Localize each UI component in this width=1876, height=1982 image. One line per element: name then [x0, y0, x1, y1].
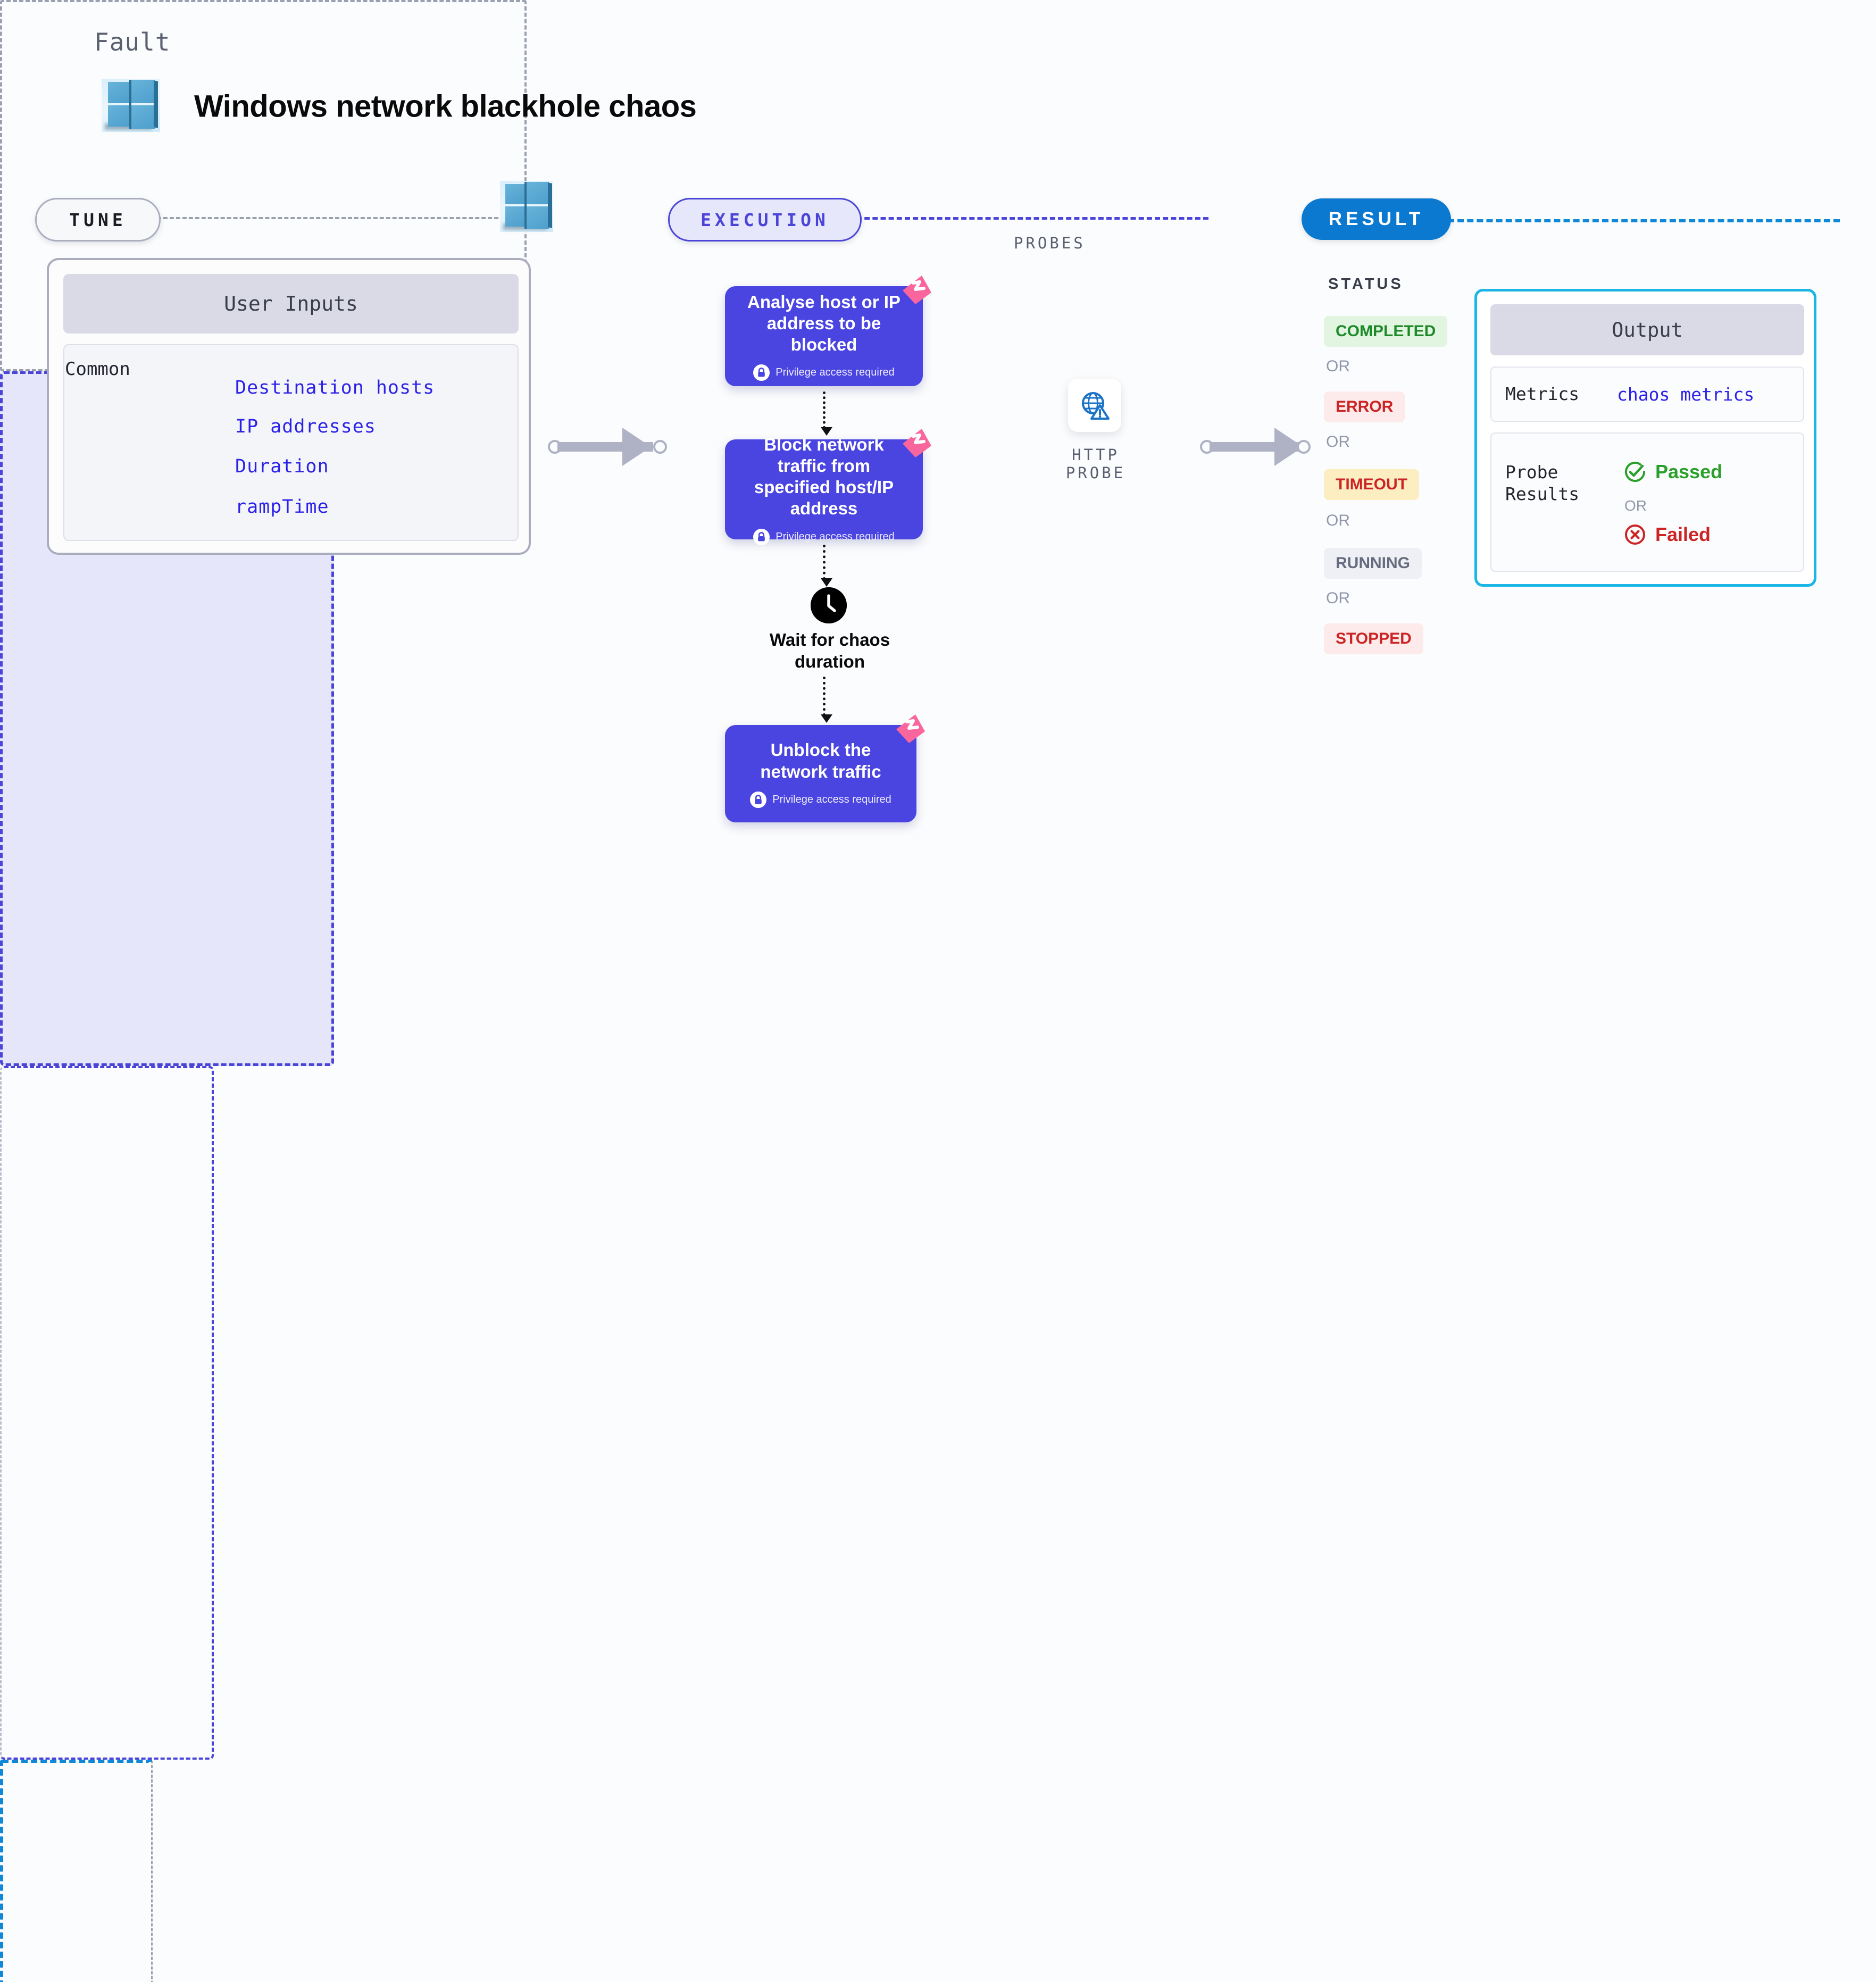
common-group-label: Common	[65, 359, 130, 380]
status-badge-stopped: STOPPED	[1324, 623, 1423, 654]
privilege-note-text-2: Privilege access required	[776, 530, 895, 543]
check-circle-icon	[1625, 462, 1645, 482]
litmus-chaos-ribbon-icon	[903, 276, 931, 304]
http-probe-label: HTTP PROBE	[1065, 446, 1126, 482]
status-badge-completed: COMPLETED	[1324, 316, 1448, 347]
tune-pill-dashed-connector	[157, 217, 524, 219]
probe-result-passed: Passed	[1623, 460, 1722, 484]
lock-icon	[753, 528, 770, 545]
page-title: Windows network blackhole chaos	[194, 89, 697, 124]
user-inputs-header: User Inputs	[63, 274, 519, 334]
privilege-note-text-3: Privilege access required	[772, 793, 891, 805]
status-badge-error: ERROR	[1324, 392, 1405, 422]
privilege-note-text-1: Privilege access required	[776, 367, 895, 379]
status-or-4: OR	[1326, 589, 1350, 607]
execution-arrow-1	[821, 392, 832, 436]
metrics-key: Metrics	[1505, 384, 1580, 405]
execution-step-card-1[interactable]: Analyse host or IP address to be blocked…	[725, 276, 931, 386]
execution-arrow-3	[821, 677, 832, 723]
probe-results-row: Probe Results Passed OR Failed	[1490, 432, 1804, 572]
result-pill-dashed-connector	[1448, 219, 1840, 222]
execution-pill-dashed-connector	[856, 217, 1208, 220]
metrics-row: Metrics chaos metrics	[1490, 367, 1804, 422]
execution-arrow-2	[821, 545, 832, 587]
lock-icon	[753, 364, 770, 381]
status-badge-stopped-label: STOPPED	[1336, 630, 1412, 647]
metrics-value[interactable]: chaos metrics	[1617, 384, 1755, 405]
output-header: Output	[1490, 304, 1804, 355]
status-badge-timeout: TIMEOUT	[1324, 469, 1419, 500]
probes-section-label: PROBES	[1014, 234, 1086, 252]
connector-end-dot-result	[1297, 440, 1311, 454]
tune-input-duration[interactable]: Duration	[235, 456, 329, 477]
probe-result-failed-label: Failed	[1655, 523, 1711, 545]
windows-logo-icon	[102, 79, 160, 132]
result-status-region	[0, 1760, 153, 1982]
result-pill[interactable]: RESULT	[1302, 198, 1451, 240]
x-circle-icon	[1625, 524, 1645, 545]
user-inputs-box	[63, 344, 519, 541]
privilege-note-3: Privilege access required	[750, 791, 891, 808]
privilege-note-2: Privilege access required	[753, 528, 895, 545]
execution-step-card-3[interactable]: Unblock the network traffic Privilege ac…	[725, 714, 925, 822]
execution-step-title-2: Block network traffic from specified hos…	[754, 434, 894, 519]
status-badge-running: RUNNING	[1324, 548, 1422, 579]
litmus-chaos-ribbon-icon	[896, 714, 925, 743]
execution-step-card-2[interactable]: Block network traffic from specified hos…	[725, 429, 931, 545]
probe-result-failed: Failed	[1623, 523, 1711, 546]
http-probe-card[interactable]	[1068, 379, 1121, 432]
tune-windows-logo-icon	[500, 181, 553, 232]
status-badge-running-label: RUNNING	[1336, 554, 1410, 572]
probe-result-passed-label: Passed	[1655, 461, 1723, 482]
clock-icon	[811, 587, 847, 623]
globe-warning-icon	[1082, 392, 1110, 420]
wait-step-label: Wait for chaos duration	[769, 630, 890, 671]
status-or-2: OR	[1326, 433, 1350, 451]
status-badge-error-label: ERROR	[1336, 398, 1394, 415]
output-card: Output Metrics chaos metrics Probe Resul…	[1474, 289, 1816, 587]
tune-input-ip-addresses[interactable]: IP addresses	[235, 416, 376, 437]
status-badge-completed-label: COMPLETED	[1336, 322, 1436, 340]
status-or-1: OR	[1326, 357, 1350, 375]
execution-step-title-1: Analyse host or IP address to be blocked	[747, 292, 901, 355]
lock-icon	[750, 791, 767, 808]
fault-kind-label: Fault	[94, 28, 171, 56]
status-or-3: OR	[1326, 512, 1350, 529]
probe-results-key: Probe Results	[1505, 462, 1580, 505]
status-badge-timeout-label: TIMEOUT	[1336, 476, 1407, 493]
status-section-label: STATUS	[1328, 276, 1404, 293]
probes-region	[0, 1066, 214, 1760]
execution-step-title-3: Unblock the network traffic	[760, 740, 881, 781]
page-header: Fault Windows network blackhole chaos	[51, 28, 795, 132]
privilege-note-1: Privilege access required	[753, 364, 895, 381]
tune-card: User Inputs Common Destination hosts IP …	[47, 258, 531, 555]
litmus-chaos-ribbon-icon	[903, 429, 931, 457]
tune-pill[interactable]: TUNE	[35, 198, 161, 241]
connector-arrow-tune-execution	[622, 428, 651, 466]
tune-input-ramptime[interactable]: rampTime	[235, 496, 329, 518]
connector-end-dot-execution	[653, 440, 667, 454]
execution-pill[interactable]: EXECUTION	[668, 198, 862, 241]
tune-input-destination-hosts[interactable]: Destination hosts	[235, 377, 435, 398]
probe-result-or: OR	[1624, 497, 1647, 514]
